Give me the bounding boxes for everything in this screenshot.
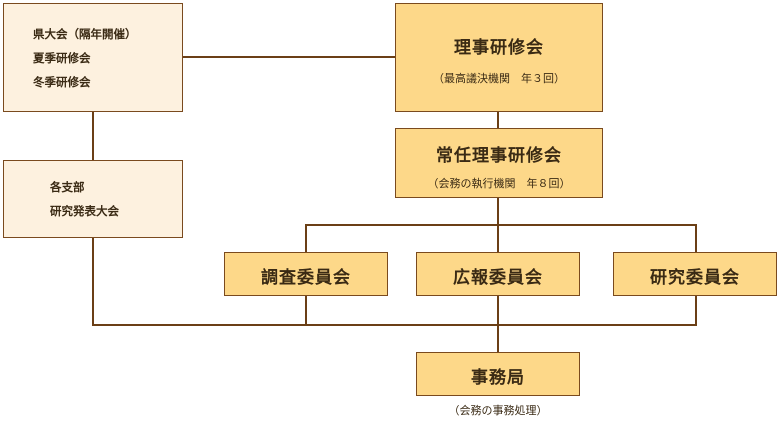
pr-committee-title: 広報委員会 — [453, 268, 543, 288]
secretariat-box: 事務局 — [416, 352, 580, 396]
branch-item-presentation: 研究発表大会 — [50, 204, 119, 218]
events-list: 県大会（隔年開催） 夏季研修会 冬季研修会 — [33, 22, 137, 94]
branch-list: 各支部 研究発表大会 — [50, 175, 119, 223]
event-item-summer: 夏季研修会 — [33, 51, 91, 65]
standing-board-title: 常任理事研修会 — [436, 146, 562, 166]
secretariat-title: 事務局 — [471, 368, 525, 388]
pr-committee-box: 広報委員会 — [416, 252, 580, 296]
branch-box: 各支部 研究発表大会 — [3, 160, 183, 238]
branch-item-branches: 各支部 — [50, 180, 85, 194]
survey-committee-title: 調査委員会 — [261, 268, 351, 288]
events-box: 県大会（隔年開催） 夏季研修会 冬季研修会 — [3, 3, 183, 112]
standing-board-box: 常任理事研修会 （会務の執行機関 年８回） — [395, 128, 603, 198]
standing-board-note: （会務の執行機関 年８回） — [427, 177, 571, 190]
secretariat-note: （会務の事務処理） — [448, 404, 548, 417]
research-committee-title: 研究委員会 — [650, 268, 740, 288]
survey-committee-box: 調査委員会 — [224, 252, 388, 296]
board-title: 理事研修会 — [454, 38, 544, 58]
research-committee-box: 研究委員会 — [613, 252, 777, 296]
board-box: 理事研修会 （最高議決機関 年３回） — [395, 3, 603, 112]
event-item-winter: 冬季研修会 — [33, 75, 91, 89]
event-item-prefectural: 県大会（隔年開催） — [33, 27, 137, 41]
board-note: （最高議決機関 年３回） — [433, 72, 565, 85]
